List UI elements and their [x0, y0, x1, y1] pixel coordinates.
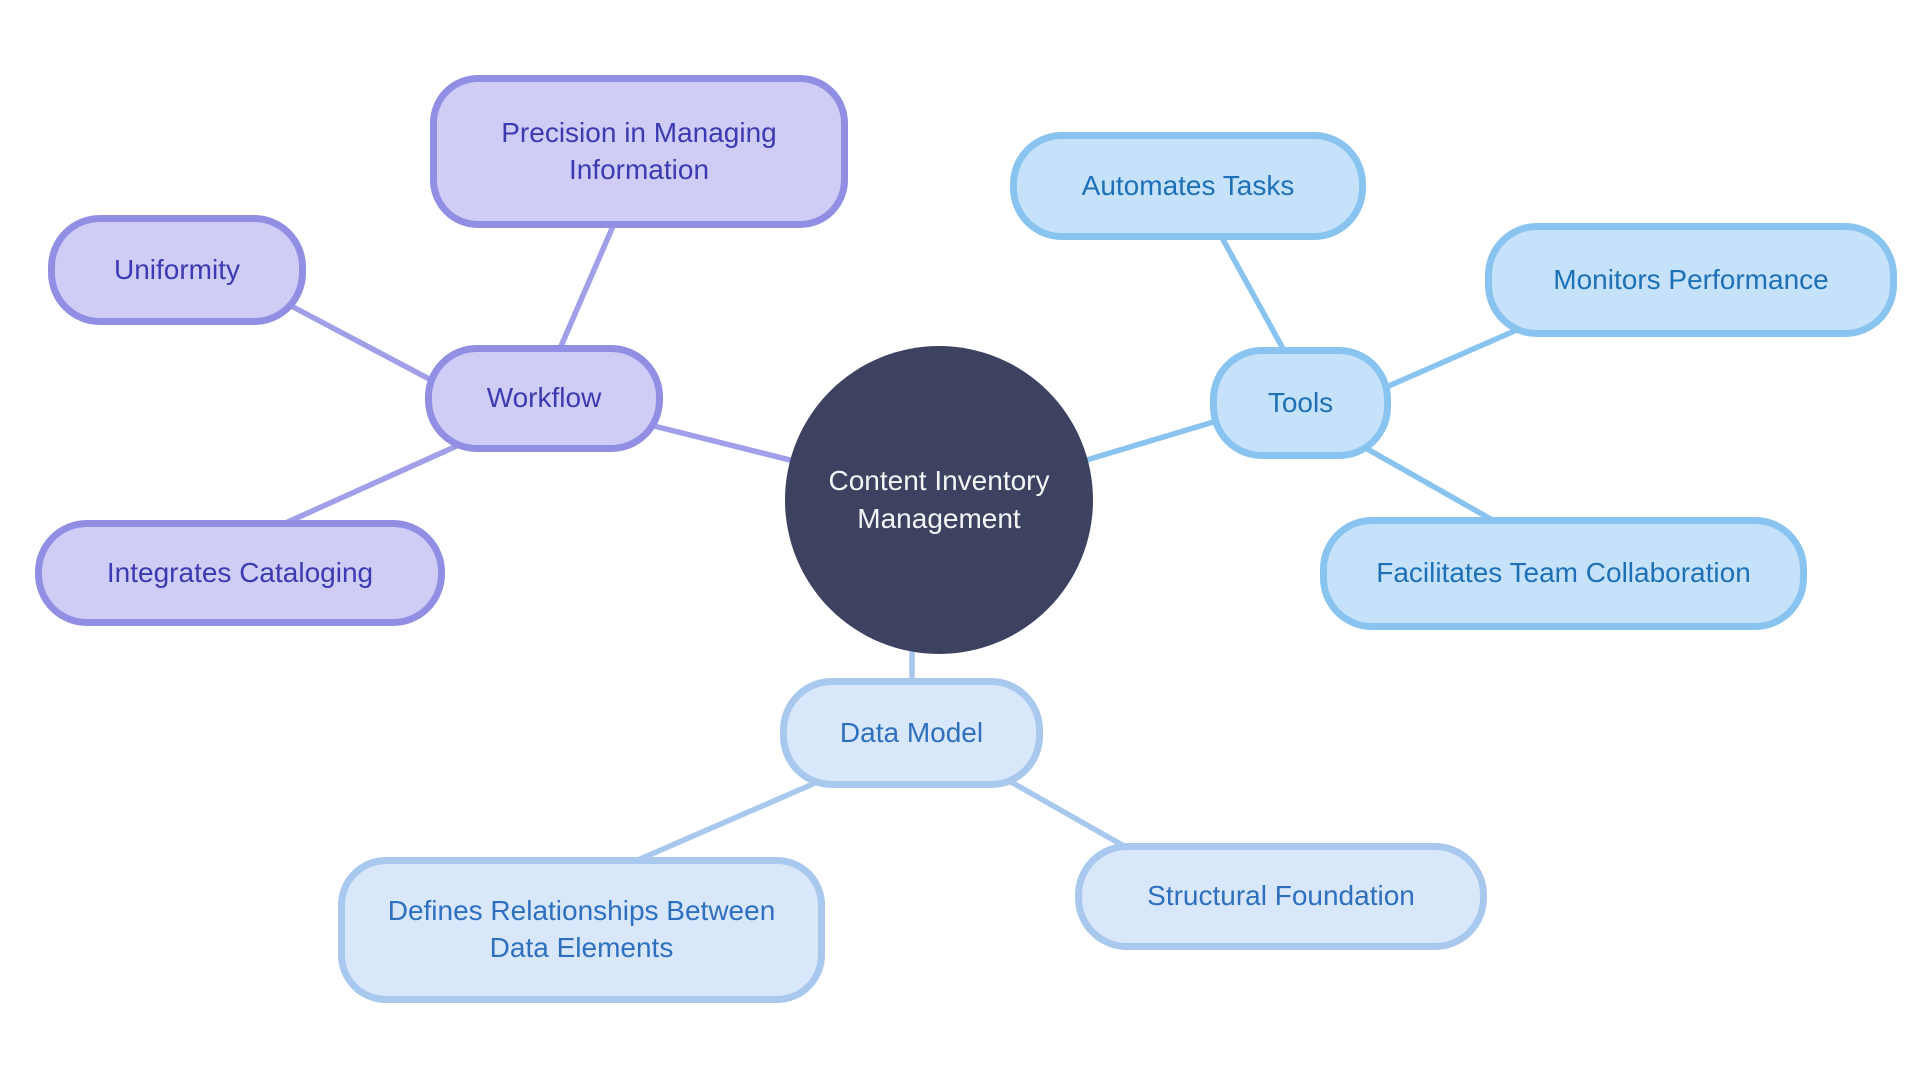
edge-uniformity-workflow — [277, 297, 453, 393]
node-structural-label: Structural Foundation — [1147, 880, 1415, 912]
node-automates-label: Automates Tasks — [1081, 169, 1295, 201]
node-defines-label: Defines Relationships Between Data Eleme… — [387, 895, 776, 963]
node-root-label: Content Inventory Management — [828, 465, 1050, 534]
node-root[interactable]: Content Inventory Management — [785, 346, 1093, 654]
node-precision-in-managing-information[interactable]: Precision in Managing Information — [430, 75, 848, 228]
node-integrates-cataloging[interactable]: Integrates Cataloging — [35, 520, 445, 626]
edge-integrates-workflow — [267, 437, 473, 533]
node-tools[interactable]: Tools — [1210, 347, 1391, 459]
node-facilitates-team-collaboration[interactable]: Facilitates Team Collaboration — [1320, 517, 1807, 630]
node-uniformity[interactable]: Uniformity — [48, 215, 306, 325]
edge-precision-workflow — [552, 207, 623, 363]
node-monitors-label: Monitors Performance — [1553, 263, 1829, 295]
node-data-model-label: Data Model — [839, 716, 984, 748]
node-defines-relationships[interactable]: Defines Relationships Between Data Eleme… — [338, 857, 825, 1003]
node-structural-foundation[interactable]: Structural Foundation — [1075, 843, 1487, 950]
node-precision-label: Precision in Managing Information — [501, 116, 777, 185]
edge-facilitates-tools — [1352, 439, 1513, 533]
node-monitors-performance[interactable]: Monitors Performance — [1485, 223, 1897, 337]
node-workflow[interactable]: Workflow — [425, 345, 663, 452]
node-facilitates-label: Facilitates Team Collaboration — [1376, 557, 1751, 589]
node-tools-label: Tools — [1267, 386, 1334, 418]
node-uniformity-label: Uniformity — [113, 253, 240, 285]
node-automates-tasks[interactable]: Automates Tasks — [1010, 132, 1366, 240]
node-integrates-label: Integrates Cataloging — [106, 556, 374, 588]
edge-automates-tools — [1212, 222, 1295, 368]
edge-defines-datamodel — [612, 767, 848, 873]
edge-monitors-tools — [1372, 319, 1538, 395]
node-data-model[interactable]: Data Model — [780, 678, 1043, 788]
node-workflow-label: Workflow — [486, 382, 602, 414]
